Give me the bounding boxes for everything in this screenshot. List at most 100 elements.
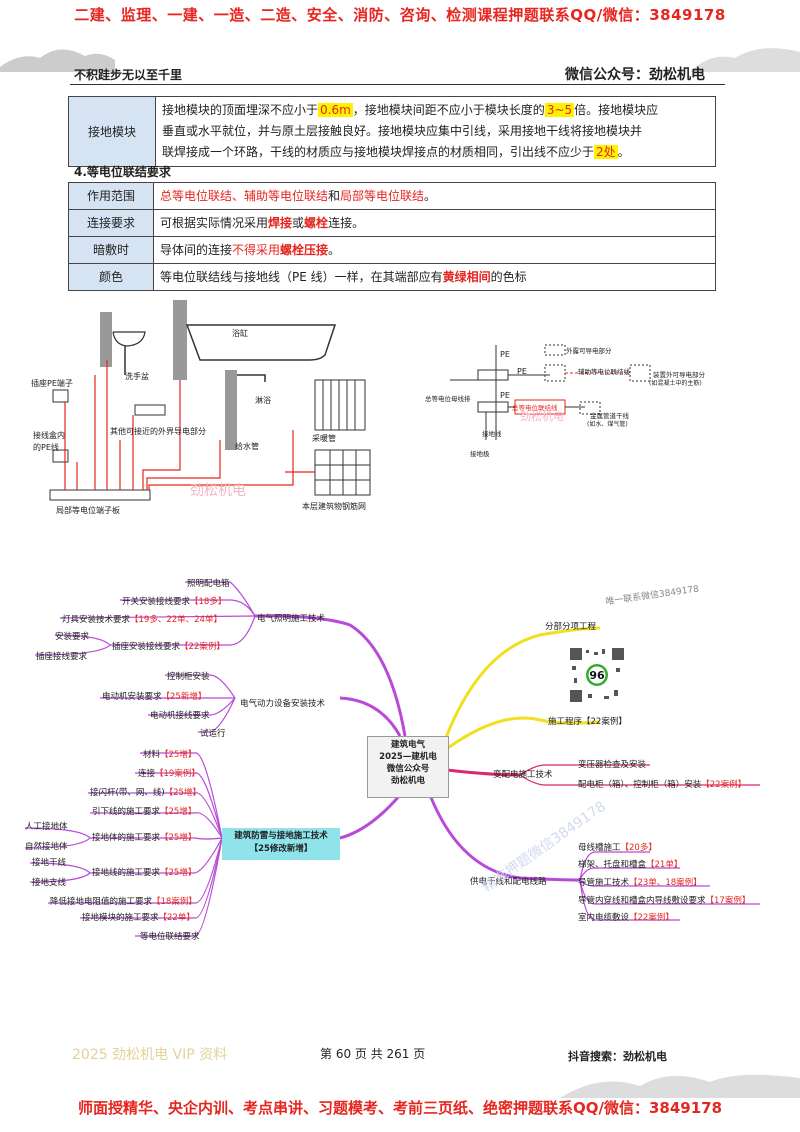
table-row: 作用范围 总等电位联结、辅助等电位联结和局部等电位联结。 — [68, 182, 716, 210]
leaf-lighting-5: 插座接线要求 — [36, 652, 88, 662]
table-row: 连接要求 可根据实际情况采用焊接或螺栓连接。 — [68, 209, 716, 237]
label-ext-device-2: (如混凝土中的主筋) — [649, 380, 702, 387]
label-metal-pipe: 金属管道干线 — [590, 412, 629, 420]
label-junction-box-2: 的PE线 — [33, 443, 59, 452]
bathroom-equipotential-diagram: 劲松机电 — [49, 300, 371, 501]
leaf-lightning-12: 等电位联结要求 — [140, 932, 200, 942]
section-title: 4.等电位联结要求 — [74, 165, 171, 179]
leaf-lighting-4: 安装要求 — [55, 632, 90, 642]
row-text: 和 — [328, 189, 341, 203]
leaf-lighting-3: 插座安装接线要求【22案例】 — [112, 642, 225, 652]
branch-subproject: 分部分项工程 — [545, 622, 597, 632]
row-label: 作用范围 — [68, 182, 154, 210]
rebar-grid — [314, 449, 371, 496]
label-pe-1: PE — [500, 350, 510, 359]
bus-lower — [477, 401, 509, 413]
label-bathtub: 浴缸 — [232, 329, 248, 338]
center-line-2: 2025—建机电 — [379, 752, 437, 762]
label-junction-box: 接线盒内 — [33, 431, 65, 440]
center-line-3: 微信公众号 — [386, 764, 430, 774]
bonding-wires — [64, 360, 315, 490]
qr-code-icon: 96 — [568, 646, 626, 704]
leaf-lighting-0: 照明配电箱 — [187, 579, 230, 589]
label-pe-terminal: 插座PE端子 — [31, 379, 73, 388]
bathtub-shape — [185, 324, 337, 361]
lightning-subtitle: 【25修改新增】 — [249, 844, 313, 854]
leaf-power-0: 控制柜安装 — [167, 672, 210, 682]
branch-substation: 变配电施工技术 — [493, 770, 553, 780]
row-text: 可根据实际情况采用 — [160, 216, 269, 230]
label-ext-device: 装置外可导电部分 — [653, 371, 705, 379]
leaf-substation-0: 变压器检查及安装 — [578, 760, 647, 770]
footer-right: 抖音搜索：劲松机电 — [568, 1050, 667, 1063]
leaf-lightning-8: 接地支线 — [32, 878, 67, 888]
label-pe-3: PE — [500, 391, 510, 400]
leaf-lightning-2: 接闪杆(带、网、线)【25增】 — [90, 788, 201, 798]
wall-right — [225, 370, 237, 450]
bottom-banner: 师面授精华、央企内训、考点串讲、习题模考、考前三页纸、绝密押题联系QQ/微信：3… — [77, 1099, 723, 1117]
main-equipotential-diagram: 劲松机电 — [450, 344, 651, 440]
diagram-watermark: 劲松机电 — [190, 483, 246, 499]
wall-left — [100, 312, 112, 367]
leaf-lighting-2: 灯具安装技术要求【19多、22单、24单】 — [62, 615, 222, 625]
footer-page: 第 60 页 共 261 页 — [320, 1047, 426, 1061]
center-line-1: 建筑电气 — [390, 740, 425, 750]
leaf-power-1: 电动机安装要求【25新增】 — [102, 692, 207, 702]
leaf-lightning-11: 接地模块的施工要求【22单】 — [82, 913, 195, 923]
wall-center — [173, 300, 187, 380]
header-motto: 不积跬步无以至千里 — [74, 68, 183, 82]
row-text: 黄绿相间 — [442, 270, 491, 284]
row-text: 不得采用 — [232, 243, 281, 257]
footer-left: 2025 劲松机电 VIP 资料 — [72, 1047, 228, 1063]
header-divider — [70, 84, 725, 85]
leaf-supply-4: 室内电缆敷设【22案例】 — [578, 913, 674, 923]
leaf-supply-1: 梯架、托盘和槽盒【21单】 — [578, 860, 683, 870]
row-text: 。 — [328, 243, 341, 257]
branch-lighting: 电气照明施工技术 — [257, 614, 326, 624]
label-ground-line: 接地线 — [482, 430, 502, 438]
row-text: 螺栓 — [304, 216, 329, 230]
row-text: 导体间的连接 — [160, 243, 233, 257]
gm-text-1b: ，接地模块间距不应小于模块长度的 — [352, 103, 545, 117]
row-text: 或 — [292, 216, 305, 230]
label-rebar: 本层建筑物钢筋网 — [302, 502, 366, 511]
leaf-substation-1: 配电柜（箱）、控制柜（箱）安装【22案例】 — [578, 780, 747, 790]
leaf-power-3: 试运行 — [200, 729, 226, 739]
gm-text-2: 垂直或水平就位，并与原土层接触良好。接地模块应集中引线，采用接地干线将接地模块并 — [162, 124, 643, 138]
label-washbasin: 洗手盆 — [125, 372, 149, 381]
ink-landscape-bottom — [560, 1074, 800, 1098]
gm-text-1a: 接地模块的顶面埋深不应小于 — [162, 103, 319, 117]
label-ground-pole: 接地极 — [470, 450, 490, 458]
qr-number: 96 — [589, 669, 605, 682]
leaf-lightning-3: 引下线的施工要求【25增】 — [92, 807, 197, 817]
terminal-board-shape — [49, 489, 151, 501]
diagram-watermark-right: 劲松机电 — [520, 409, 564, 423]
leaf-lighting-1: 开关安装接线要求【18多】 — [122, 597, 227, 607]
leaf-supply-3: 导管内穿线和槽盒内导线敷设要求【17案例】 — [578, 896, 751, 906]
equipotential-table: 作用范围 总等电位联结、辅助等电位联结和局部等电位联结。 连接要求 可根据实际情… — [68, 182, 716, 291]
leaf-supply-0: 母线槽施工【20多】 — [578, 843, 657, 853]
label-water-pipe: 给水管 — [235, 442, 259, 451]
label-main-bus: 总等电位母线排 — [425, 395, 471, 403]
gm-depth-value: 0.6m — [318, 103, 353, 117]
other-conductor-box — [134, 404, 166, 416]
branch-procedure: 施工程序【22案例】 — [548, 717, 627, 727]
row-text: 焊接 — [268, 216, 293, 230]
row-text: 连接。 — [328, 216, 365, 230]
leaf-supply-2: 导管施工技术【23单、18案例】 — [578, 878, 702, 888]
label-radiator: 采暖管 — [312, 434, 336, 443]
row-label: 暗敷时 — [68, 236, 154, 264]
mindmap-center-node: 建筑电气 2025—建机电 微信公众号 劲松机电 — [367, 736, 449, 798]
shower-head — [237, 374, 266, 382]
label-other-conductors: 其他可接近的外界导电部分 — [110, 427, 206, 436]
leaf-lightning-4: 接地体的施工要求【25增】 — [92, 833, 197, 843]
gm-count-value: 2处 — [594, 145, 618, 159]
table-row: 颜色 等电位联结线与接地线（PE 线）一样，在其端部应有黄绿相间的色标 — [68, 263, 716, 291]
washbasin-shape — [112, 331, 146, 347]
branch-supply: 供电干线和配电线路 — [470, 877, 547, 887]
label-main-line: 总等电位联结线 — [512, 404, 558, 412]
row-text: 螺栓压接 — [280, 243, 329, 257]
label-metal-pipe-2: (如水、煤气管) — [587, 421, 628, 428]
